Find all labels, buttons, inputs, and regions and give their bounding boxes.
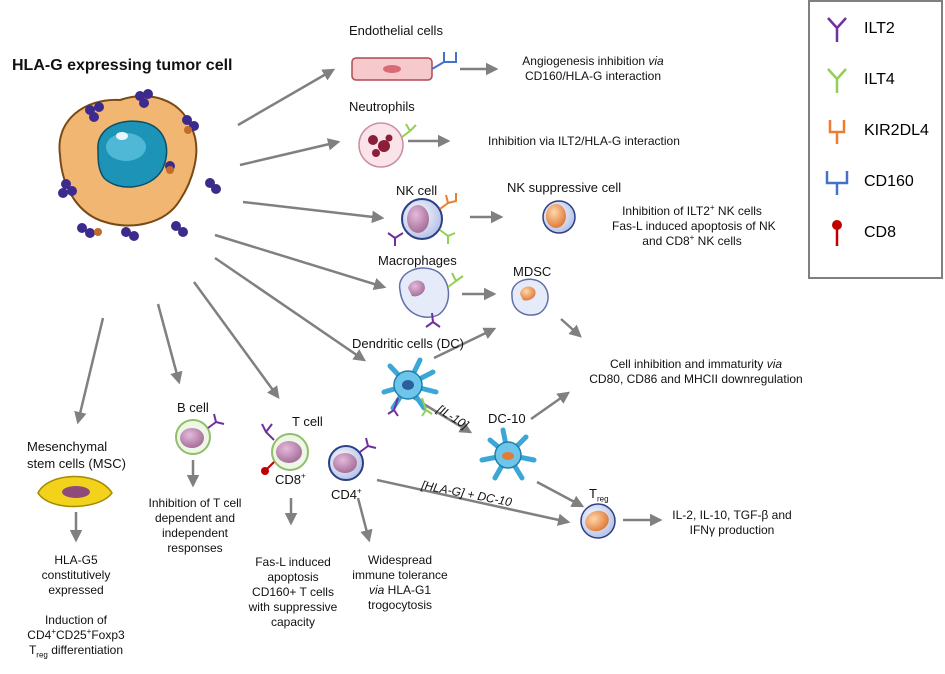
bcell-outcome: Inhibition of T cell dependent and indep… xyxy=(148,496,242,555)
mdsc-cell xyxy=(511,278,549,316)
arrow-tumor-msc xyxy=(74,317,105,425)
endothelial-label: Endothelial cells xyxy=(349,23,443,38)
nk-suppressive-label: NK suppressive cell xyxy=(507,180,622,195)
cd8-label: CD8+ xyxy=(275,471,306,487)
neutrophils-outcome: Inhibition via ILT2/HLA-G interaction xyxy=(488,134,680,148)
dc-outcome: Cell inhibition and immaturity via CD80,… xyxy=(589,357,803,386)
bcell-label: B cell xyxy=(177,400,209,415)
legend-item-ilt4: ILT4 xyxy=(822,63,942,97)
endothelial-outcome: Angiogenesis inhibition via CD160/HLA-G … xyxy=(522,54,664,83)
legend: ILT2 ILT4 KIR2DL4 CD160 CD8 xyxy=(808,0,943,279)
b-cell xyxy=(175,413,225,455)
dendritic-cell xyxy=(381,357,439,417)
arrow-tumor-bcell xyxy=(156,303,183,385)
ilt2-receptor-icon xyxy=(827,17,847,42)
cd4-t-cell xyxy=(328,437,377,481)
mdsc-label: MDSC xyxy=(513,264,552,279)
arrow-mdsc-outcome xyxy=(560,318,582,338)
dc10-label: DC-10 xyxy=(488,411,526,426)
nk-label: NK cell xyxy=(396,183,438,198)
macrophages-label: Macrophages xyxy=(378,253,457,268)
cd8-receptor-icon xyxy=(832,220,842,246)
nk-suppressive-cell xyxy=(542,200,576,234)
legend-item-cd8: CD8 xyxy=(822,216,942,250)
legend-item-kir2dl4: KIR2DL4 xyxy=(822,114,942,148)
legend-item-ilt2: ILT2 xyxy=(822,12,942,46)
kir2dl4-receptor-icon xyxy=(828,120,846,144)
dc10-cell xyxy=(479,427,537,481)
neutrophils-label: Neutrophils xyxy=(349,99,415,114)
tcell-label: T cell xyxy=(292,414,323,429)
treg-label: Treg xyxy=(589,486,609,504)
treg-cell xyxy=(580,503,616,539)
arrow-cd4-treg xyxy=(376,478,571,526)
arrow-dc10-outcome xyxy=(530,391,571,421)
msc-cell xyxy=(37,475,113,508)
msc-label-line2: stem cells (MSC) xyxy=(27,456,126,471)
legend-item-cd160: CD160 xyxy=(822,165,942,199)
arrow-tumor-neutrophils xyxy=(239,138,341,167)
arrow-tumor-nk xyxy=(242,200,385,224)
msc-outcome: HLA-G5 constitutively expressed Inductio… xyxy=(27,553,125,660)
arrow-dc10-treg xyxy=(536,480,585,508)
cd4-label: CD4+ xyxy=(331,486,362,502)
cd160-receptor-icon xyxy=(825,171,849,195)
dc-label: Dendritic cells (DC) xyxy=(352,336,464,351)
arrow-tumor-dc xyxy=(214,256,367,362)
macrophage-cell xyxy=(398,267,464,328)
cd8-outcome: Fas-L induced apoptosis CD160+ T cells w… xyxy=(248,555,338,629)
cd8-t-cell xyxy=(261,423,309,475)
arrow-tumor-macrophages xyxy=(214,233,387,291)
nk-cell xyxy=(387,193,457,246)
arrow-cd4-outcome xyxy=(356,497,373,543)
tumor-title: HLA-G expressing tumor cell xyxy=(12,57,233,74)
arrow-tumor-tcell xyxy=(192,281,280,400)
treg-outcome: IL-2, IL-10, TGF-β and IFNγ production xyxy=(672,508,792,537)
arrows xyxy=(69,62,663,543)
neutrophil-cell xyxy=(358,122,417,168)
cd4-outcome: Widespread immune tolerance via HLA-G1 t… xyxy=(352,553,448,612)
arrow-tumor-endothelial xyxy=(237,68,336,127)
endothelial-cell xyxy=(351,52,457,81)
nk-outcome: Inhibition of ILT2+ NK cells Fas-L induc… xyxy=(612,203,776,249)
arrow-dc-mdsc xyxy=(433,327,497,360)
msc-label-line1: Mesenchymal xyxy=(27,439,108,454)
tumor-cell xyxy=(58,89,221,241)
ilt4-receptor-icon xyxy=(827,68,847,93)
